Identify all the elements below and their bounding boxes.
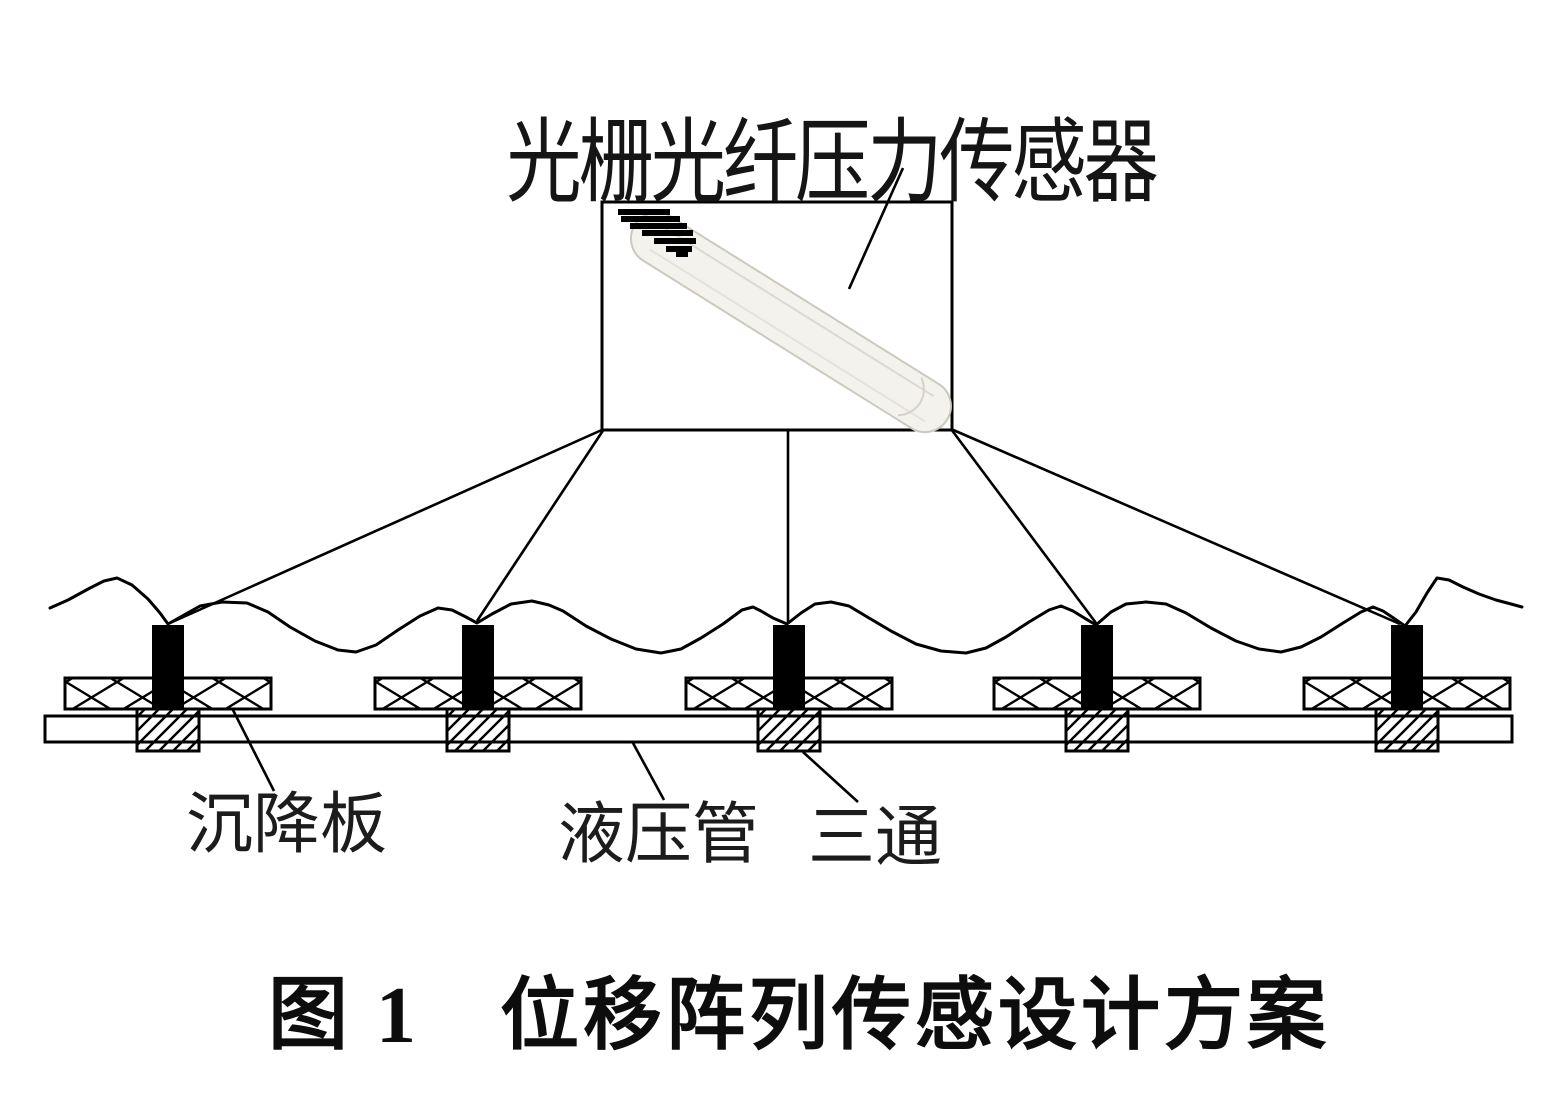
settlement-plate-leader-line	[230, 707, 276, 792]
settlement-plate-label: 沉降板	[186, 788, 387, 862]
sensor-probe-highlight	[663, 226, 935, 397]
sensor-probe-tip	[618, 209, 696, 257]
sensor-title-label-wrap: 光栅光纤压力传感器	[100, 88, 1563, 221]
figure-caption-title: 位移阵列传感设计方案	[500, 970, 1330, 1059]
fanout-line-2	[475, 428, 606, 622]
fanout-line-4	[949, 428, 1098, 624]
tee-joint-label: 三通	[808, 801, 942, 875]
hydraulic-pipe-leader-line	[631, 742, 666, 801]
sensor-title-leader-line	[847, 167, 905, 290]
figure-caption-label: 图	[268, 970, 348, 1059]
sensor-title-label: 光栅光纤压力传感器	[506, 112, 1160, 214]
fanout-line-5	[950, 427, 1401, 626]
figure-caption-number: 1	[376, 972, 416, 1060]
sensor-probe-endcap	[897, 377, 925, 417]
sensor-photo	[618, 209, 952, 434]
fanout-lines	[169, 427, 1401, 626]
fanout-line-1	[169, 427, 605, 625]
hydraulic-pipe-label: 液压管	[558, 798, 759, 872]
ground-surface-line	[48, 576, 1524, 655]
sensor-probe-shade	[649, 248, 926, 423]
tee-joint-leader-line	[802, 751, 859, 803]
figure-caption: 图 1 位移阵列传感设计方案	[35, 975, 1563, 1057]
